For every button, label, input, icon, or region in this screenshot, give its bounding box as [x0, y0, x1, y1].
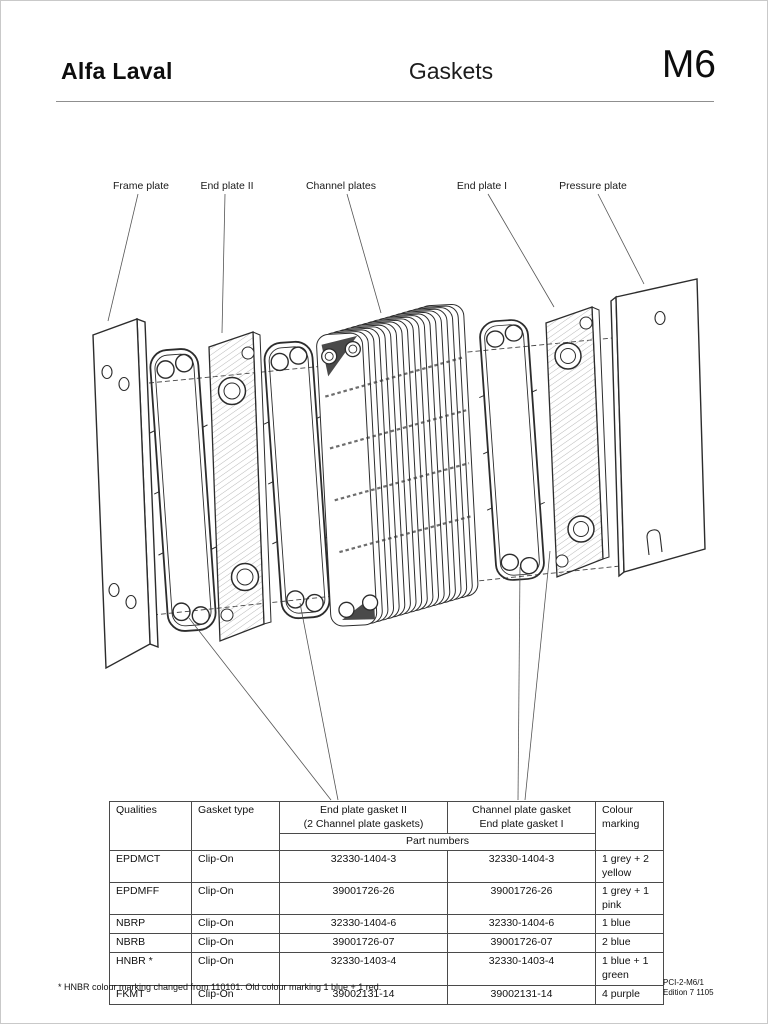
column-header-end-plate-gasket-ii: End plate gasket II (2 Channel plate gas… [279, 800, 448, 835]
header-rule [56, 101, 714, 102]
header-line-1: Colour [602, 804, 633, 816]
channel-plate-port [344, 340, 361, 358]
cell-quality: EPDMFF [109, 882, 192, 916]
gasket-part-table: Qualities Gasket type End plate gasket I… [109, 800, 664, 1005]
gasket-groove-band [339, 515, 473, 554]
cell-part-number-i: 32330-1403-4 [447, 952, 596, 986]
cell-colour-marking: 4 purple [595, 984, 664, 1005]
cell-quality: HNBR * [109, 952, 192, 986]
table-row: NBRB Clip-On 39001726-07 39001726-07 2 b… [109, 933, 664, 954]
label-channel-plates: Channel plates [306, 180, 376, 192]
table-row: EPDMCT Clip-On 32330-1404-3 32330-1404-3… [109, 849, 664, 884]
header-line-2: End plate gasket I [479, 817, 564, 830]
column-header-qualities: Qualities [109, 801, 192, 851]
table-leader-lines [188, 550, 551, 801]
channel-plate-port [321, 348, 338, 365]
cell-colour-marking: 1 grey + 2 yellow [595, 849, 664, 884]
part-numbers-header: Part numbers [279, 833, 596, 851]
label-frame-plate: Frame plate [113, 180, 169, 192]
frame-plate-port-hole [118, 376, 130, 392]
table-row: HNBR * Clip-On 32330-1403-4 32330-1403-4… [109, 952, 664, 986]
cell-colour-marking: 1 grey + 1 pink [595, 882, 664, 916]
table-row: NBRP Clip-On 32330-1404-6 32330-1404-6 1… [109, 914, 664, 935]
diagram-labels: Frame plate End plate II Channel plates … [113, 180, 627, 192]
cell-quality: EPDMCT [109, 849, 192, 884]
frame-plate-port-hole [101, 364, 113, 380]
table-row: EPDMFF Clip-On 39001726-26 39001726-26 1… [109, 882, 664, 916]
cell-part-number-i: 39001726-26 [447, 882, 596, 916]
cell-gasket-type: Clip-On [191, 914, 280, 935]
channel-plate-port [338, 601, 355, 618]
end-plate-i-port-ring [567, 515, 595, 543]
end-plate-i [545, 306, 610, 578]
table-row: FKMT Clip-On 39002131-14 39002131-14 4 p… [109, 984, 664, 1005]
header-line-2: marking [602, 817, 640, 830]
page-title: Gaskets [408, 58, 494, 84]
cell-part-number-ii: 39001726-07 [279, 933, 448, 954]
cell-gasket-type: Clip-On [191, 933, 280, 954]
cell-part-number-i: 32330-1404-3 [447, 849, 596, 884]
cell-part-number-ii: 39001726-26 [279, 882, 448, 916]
channel-plate-gasket-right [473, 317, 551, 583]
end-plate-ii-port-ring [230, 562, 260, 592]
cell-part-number-ii: 39002131-14 [279, 984, 448, 1005]
header-line-2: (2 Channel plate gaskets) [303, 817, 424, 830]
alfa-laval-logo: Alfa Laval [61, 58, 173, 84]
gasket-groove-band [334, 462, 470, 502]
cell-colour-marking: 2 blue [595, 933, 664, 954]
cell-part-number-i: 39002131-14 [447, 984, 596, 1005]
cell-part-number-ii: 32330-1403-4 [279, 952, 448, 986]
label-leader-lines [107, 193, 645, 334]
cell-gasket-type: Clip-On [191, 882, 280, 916]
cell-part-number-i: 39001726-07 [447, 933, 596, 954]
cell-colour-marking: 1 blue [595, 914, 664, 935]
cell-colour-marking: 1 blue + 1 green [595, 952, 664, 986]
end-plate-i-port-ring [554, 342, 582, 370]
frame-plate [92, 317, 159, 670]
cell-quality: NBRB [109, 933, 192, 954]
model-code: M6 [661, 43, 716, 86]
frame-plate-port-hole [125, 594, 137, 610]
label-end-plate-ii: End plate II [200, 180, 253, 192]
frame-plate-port-hole [108, 582, 120, 598]
channel-plate-stack [315, 303, 479, 628]
cell-gasket-type: Clip-On [191, 984, 280, 1005]
pressure-plate [610, 278, 706, 578]
pressure-plate-hole [654, 310, 666, 326]
document-reference: PCI-2-M6/1 Edition 7 1105 [663, 978, 714, 999]
footnote: * HNBR colour marking changed from 11010… [58, 982, 382, 992]
column-header-colour-marking: Colour marking [595, 801, 664, 851]
label-end-plate-i: End plate I [457, 180, 507, 192]
column-header-channel-plate-gasket: Channel plate gasket End plate gasket I [447, 800, 596, 835]
cell-quality: NBRP [109, 914, 192, 935]
cell-part-number-ii: 32330-1404-3 [279, 849, 448, 884]
gasket-groove-band [329, 409, 467, 450]
pressure-plate-notch [646, 529, 663, 556]
cell-part-number-ii: 32330-1404-6 [279, 914, 448, 935]
channel-plate-port [361, 594, 379, 611]
header-line-1: Channel plate gasket [472, 804, 571, 816]
doc-ref-number: PCI-2-M6/1 [663, 978, 704, 987]
column-header-gasket-type: Gasket type [191, 801, 280, 851]
cell-gasket-type: Clip-On [191, 952, 280, 986]
end-plate-ii [208, 331, 272, 642]
cell-gasket-type: Clip-On [191, 849, 280, 884]
doc-ref-edition: Edition 7 1105 [663, 988, 714, 998]
cell-part-number-i: 32330-1404-6 [447, 914, 596, 935]
label-pressure-plate: Pressure plate [559, 180, 627, 192]
cell-quality: FKMT [109, 984, 192, 1005]
table-header-row: Qualities Gasket type End plate gasket I… [109, 800, 664, 851]
end-plate-ii-port-ring [217, 376, 247, 406]
gasket-groove-band [324, 356, 464, 398]
header-line-1: End plate gasket II [320, 804, 407, 816]
